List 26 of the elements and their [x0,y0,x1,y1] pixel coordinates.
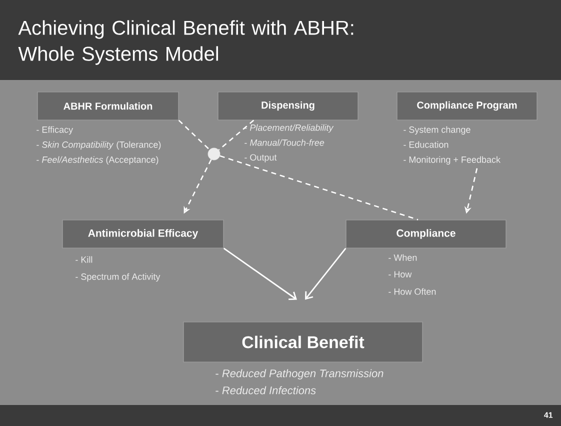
bullet-text: - Reduced Pathogen Transmission [216,369,384,380]
arrow [305,248,346,300]
process-box: Antimicrobial Efficacy [62,220,224,248]
bullet-text: - Kill [76,256,92,263]
bullet-text: - Feel/Aesthetics (Acceptance) [36,156,158,165]
process-box: Compliance Program [396,92,538,120]
bullet-text: - Skin Compatibility (Tolerance) [36,141,161,150]
arrow [223,248,297,300]
bullet-text: - Monitoring + Feedback [404,156,500,165]
process-box: ABHR Formulation [37,92,179,120]
process-box: Dispensing [218,92,358,120]
bullet-text: - Output [244,154,277,162]
process-box: Clinical Benefit [183,322,423,362]
page-number: 41 [544,412,553,418]
process-box: Compliance [346,220,506,248]
slide-title: Achieving Clinical Benefit with ABHR: Whole Systems Model [18,20,354,65]
bullet-text: - Reduced Infections [216,386,316,394]
bullet-text: - Spectrum of Activity [76,273,160,282]
bullet-text: - Manual/Touch-free [244,139,324,146]
bullet-text: - How Often [388,288,436,295]
bullet-text: - How [388,271,412,278]
bullet-text: - Education [404,141,448,148]
bullet-text: - Efficacy [36,126,74,135]
junction-dot [208,148,220,160]
bullet-text: - When [388,254,417,261]
bullet-text: - System change [404,126,470,135]
